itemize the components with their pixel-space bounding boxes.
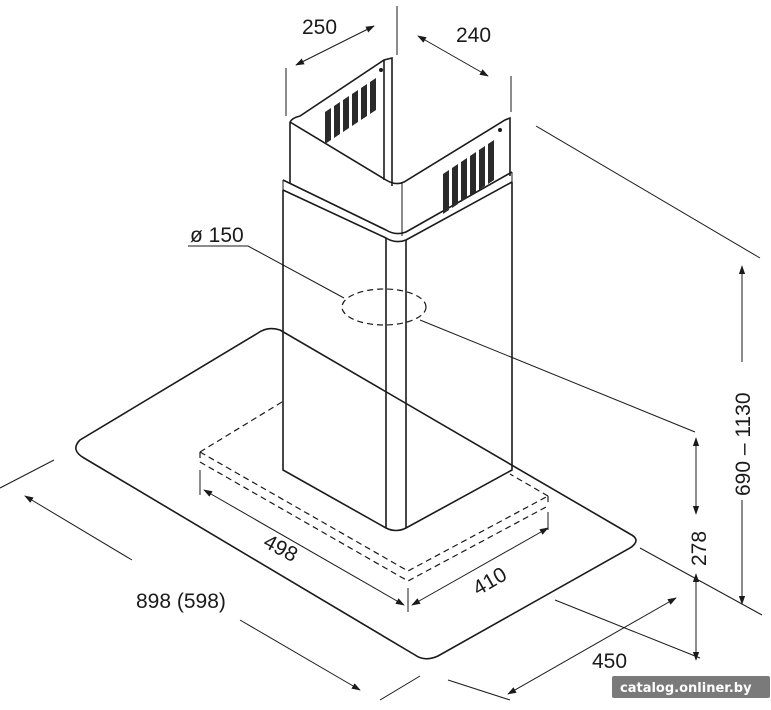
vent-slots-right (443, 140, 494, 214)
upper-chimney (289, 56, 511, 236)
vent-slots-left (325, 78, 376, 144)
filter-width-label: 498 (260, 530, 302, 567)
watermark-text: catalog.onliner.by (620, 681, 752, 696)
total-height-label: 690 – 1130 (732, 392, 755, 496)
canopy-depth-label: 450 (592, 650, 627, 673)
duct-opening (341, 288, 427, 326)
duct-diameter-label: ø 150 (190, 224, 244, 247)
chimney-width-label: 250 (302, 16, 337, 39)
filter-depth-label: 410 (469, 563, 511, 600)
canopy-outline (75, 327, 637, 660)
filter-outline (199, 401, 549, 582)
canopy-height-label: 278 (688, 531, 711, 566)
chimney-depth-label: 240 (456, 24, 491, 47)
canopy-width-label: 898 (598) (136, 590, 226, 613)
watermark-badge (612, 676, 770, 698)
